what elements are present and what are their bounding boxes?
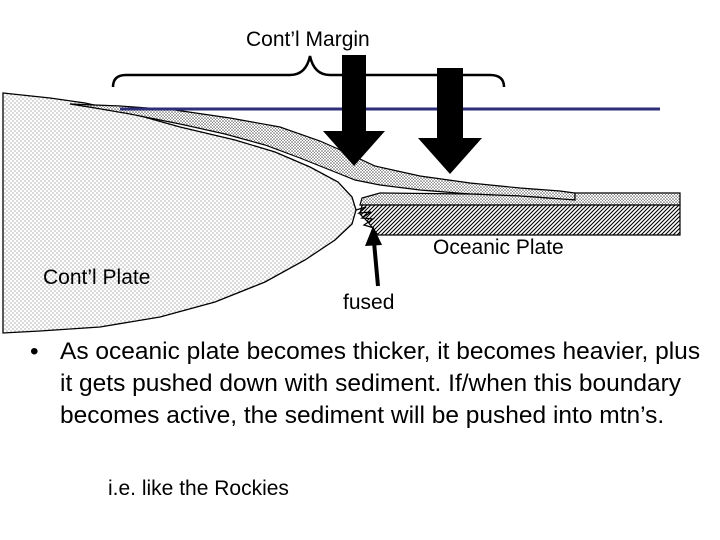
bullet-text: As oceanic plate becomes thicker, it bec… [60,338,700,429]
down-arrow-right [418,68,482,174]
continental-plate-label: Cont’l Plate [43,266,150,290]
continental-margin-label: Cont’l Margin [246,28,370,52]
fused-arrow-shaft [374,242,378,286]
oceanic-plate-shape [360,205,680,235]
fused-label: fused [343,291,394,315]
sub-note: i.e. like the Rockies [108,477,289,501]
continental-plate-shape [3,93,356,333]
bullet-marker: • [30,336,39,368]
oceanic-plate-label: Oceanic Plate [433,236,564,260]
bullet-item: • As oceanic plate becomes thicker, it b… [30,336,710,432]
bullet-list: • As oceanic plate becomes thicker, it b… [30,336,710,432]
